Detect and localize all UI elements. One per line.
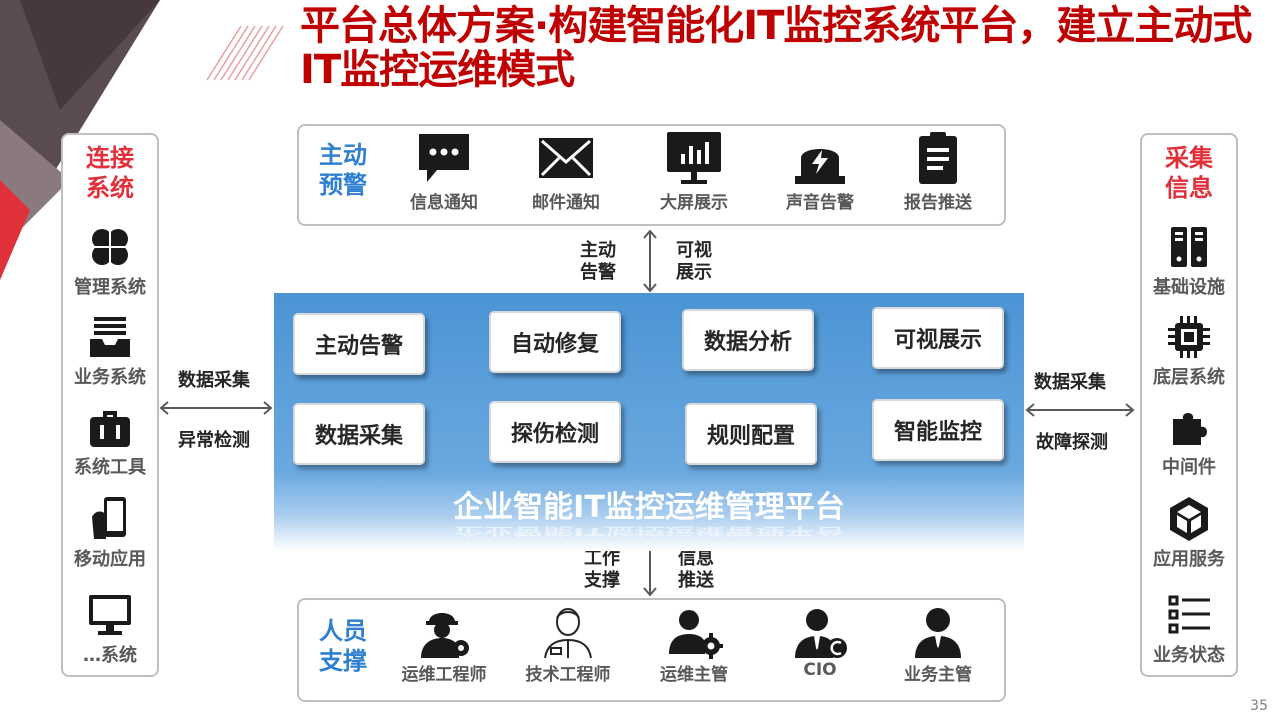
manager-gear-icon: [669, 610, 723, 659]
right-item-business-status: 业务状态: [1142, 591, 1236, 667]
right-item-app-service: 应用服务: [1142, 495, 1236, 571]
toolbox-icon: [90, 411, 130, 447]
arrow-label-anomaly-detect: 异常检测: [178, 430, 250, 451]
bottom-item-label: 业务主管: [904, 665, 972, 685]
hatch-decoration: [206, 25, 284, 81]
envelope-icon: [539, 138, 593, 178]
btn-auto-repair[interactable]: 自动修复: [489, 311, 621, 373]
btn-visual-display[interactable]: 可视展示: [872, 307, 1004, 369]
left-item-management: 管理系统: [63, 223, 157, 299]
page-title: 平台总体方案·构建智能化IT监控系统平台，建立主动式IT监控运维模式: [300, 3, 1252, 93]
right-item-os: 底层系统: [1142, 313, 1236, 389]
left-panel: 连接 系统 管理系统 业务系统 系统工具: [61, 133, 159, 677]
bottom-item-label: 运维工程师: [401, 665, 487, 685]
left-item-business: 业务系统: [63, 313, 157, 389]
bottom-item-cio: CIO: [765, 602, 875, 680]
top-alert-box: 主动 预警 信息通知 邮件通知 大屏展示 声音告警: [297, 124, 1006, 226]
arrow-label-visual-display: 可视 展示: [676, 240, 712, 283]
bottom-item-tech-engineer: 技术工程师: [513, 602, 623, 685]
btn-active-alert[interactable]: 主动告警: [293, 313, 425, 375]
cio-icon: [795, 609, 847, 658]
technician-icon: [544, 608, 592, 659]
arrow-label-left-data-collect: 数据采集: [178, 370, 250, 391]
left-item-label: 管理系统: [74, 277, 146, 298]
left-item-mobile: 移动应用: [63, 495, 157, 571]
left-item-label: 业务系统: [74, 367, 146, 388]
bottom-item-label: 技术工程师: [525, 665, 611, 685]
btn-data-analysis[interactable]: 数据分析: [682, 309, 814, 371]
puzzle-icon: [1173, 413, 1207, 445]
right-item-label: 应用服务: [1153, 549, 1225, 570]
left-item-tools: 系统工具: [63, 403, 157, 479]
monitor-icon: [89, 595, 131, 635]
mobile-hand-icon: [92, 497, 126, 539]
top-box-heading: 主动 预警: [319, 141, 367, 199]
page-number: 35: [1250, 698, 1268, 714]
bottom-item-ops-manager: 运维主管: [639, 602, 749, 685]
arrow-label-info-push: 信息 推送: [678, 548, 714, 591]
clipboard-icon: [919, 132, 957, 184]
top-item-bigscreen: 大屏展示: [639, 130, 749, 213]
btn-flaw-detect[interactable]: 探伤检测: [489, 401, 621, 463]
chat-bubble-icon: [419, 134, 469, 182]
chip-icon: [1168, 316, 1210, 358]
corner-decoration: [0, 0, 160, 280]
right-item-label: 底层系统: [1153, 367, 1225, 388]
top-item-label: 信息通知: [410, 193, 478, 213]
arrow-label-fault-detect: 故障探测: [1036, 432, 1108, 453]
right-panel-heading: 采集 信息: [1165, 144, 1213, 202]
list-icon: [1168, 595, 1210, 634]
right-double-arrow: [1025, 403, 1135, 417]
right-item-label: 业务状态: [1153, 645, 1225, 666]
left-item-label: …系统: [83, 645, 137, 666]
left-item-other: …系统: [63, 591, 157, 667]
bottom-item-label: CIO: [803, 660, 837, 680]
top-item-label: 大屏展示: [660, 193, 728, 213]
top-item-email: 邮件通知: [511, 130, 621, 213]
top-item-label: 报告推送: [904, 193, 972, 213]
left-panel-heading: 连接 系统: [86, 144, 134, 202]
platform-title-reflection: 企业智能IT监控运维管理平台: [453, 524, 845, 538]
cube-icon: [1170, 497, 1208, 541]
right-item-label: 基础设施: [1153, 277, 1225, 298]
alarm-light-icon: [795, 149, 845, 184]
top-item-report: 报告推送: [883, 130, 993, 213]
engineer-icon: [421, 613, 469, 658]
top-item-message: 信息通知: [389, 130, 499, 213]
arrow-label-active-alert: 主动 告警: [580, 240, 616, 283]
bottom-item-ops-engineer: 运维工程师: [389, 602, 499, 685]
bottom-item-biz-manager: 业务主管: [883, 602, 993, 685]
left-item-label: 系统工具: [74, 457, 146, 478]
chart-screen-icon: [667, 132, 721, 184]
btn-data-collect[interactable]: 数据采集: [293, 403, 425, 465]
inbox-stack-icon: [90, 317, 130, 357]
left-double-arrow: [159, 401, 273, 415]
platform-title: 企业智能IT监控运维管理平台: [453, 490, 845, 525]
clover-icon: [92, 229, 128, 265]
arrow-label-right-data-collect: 数据采集: [1034, 372, 1106, 393]
right-item-infrastructure: 基础设施: [1142, 223, 1236, 299]
top-double-arrow: [643, 229, 657, 293]
btn-rule-config[interactable]: 规则配置: [685, 403, 817, 465]
right-item-middleware: 中间件: [1142, 403, 1236, 479]
top-item-sound-alarm: 声音告警: [765, 130, 875, 213]
arrow-label-work-support: 工作 支撑: [584, 548, 620, 591]
bottom-item-label: 运维主管: [660, 665, 728, 685]
left-item-label: 移动应用: [74, 549, 146, 570]
server-icon: [1171, 227, 1207, 267]
bottom-support-box: 人员 支撑 运维工程师 技术工程师: [297, 598, 1006, 702]
top-item-label: 邮件通知: [532, 193, 600, 213]
right-item-label: 中间件: [1162, 457, 1216, 478]
business-person-icon: [915, 608, 961, 658]
bottom-box-heading: 人员 支撑: [319, 617, 367, 675]
btn-smart-monitor[interactable]: 智能监控: [872, 399, 1004, 461]
right-panel: 采集 信息 基础设施 底层系统 中间件: [1140, 133, 1238, 677]
top-item-label: 声音告警: [786, 193, 854, 213]
